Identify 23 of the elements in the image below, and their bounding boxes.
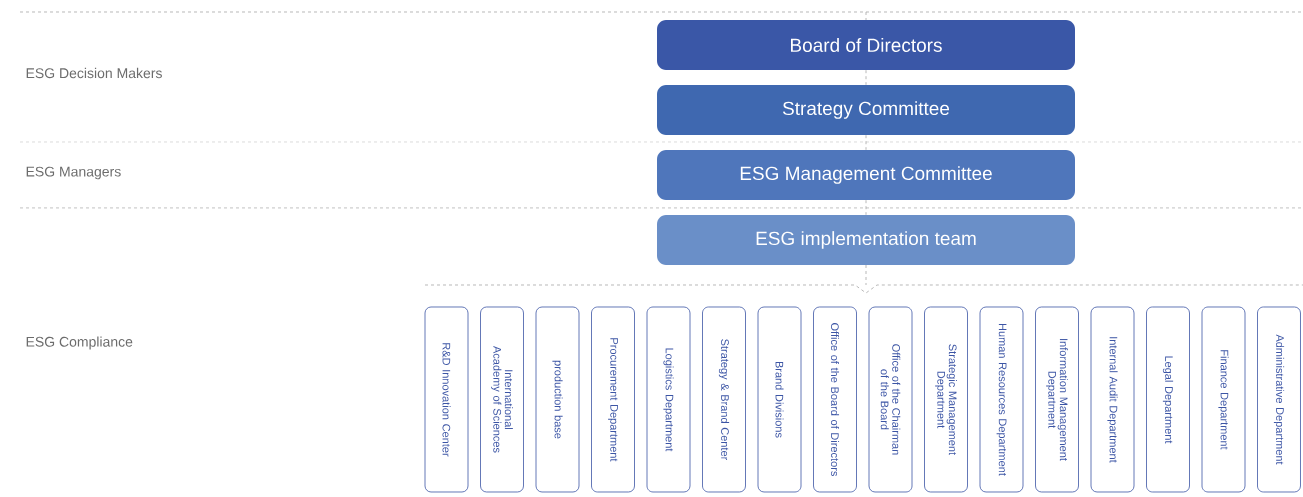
department-box: Office of the Chairman of the Board [868, 306, 913, 493]
row-label: ESG Managers [26, 166, 121, 180]
department-box: International Academy of Sciences [480, 306, 524, 493]
department-box: Procurement Department [591, 306, 635, 493]
department-box: Brand Divisions [757, 306, 802, 493]
department-box: Legal Department [1146, 306, 1190, 493]
department-box: production base [535, 306, 580, 493]
department-box: Human Resources Department [979, 306, 1024, 493]
department-box: Administrative Department [1257, 306, 1301, 493]
department-box: R&D Innovation Center [424, 306, 469, 493]
row-label: ESG Compliance [26, 336, 133, 350]
department-box: Internal Audit Department [1090, 306, 1135, 493]
department-box: Information Management Department [1035, 306, 1079, 493]
row-label: ESG Decision Makers [26, 67, 162, 79]
committee-box: ESG Management Committee [657, 150, 1075, 200]
committee-box: Strategy Committee [657, 85, 1075, 135]
department-box: Office of the Board of Directors [813, 306, 857, 493]
department-box: Strategy & Brand Center [702, 306, 746, 493]
department-box: Strategic Management Department [924, 306, 968, 493]
department-box: Finance Department [1201, 306, 1246, 493]
department-box: Logistics Department [646, 306, 691, 493]
committee-box: Board of Directors [657, 20, 1075, 70]
committee-box: ESG implementation team [657, 215, 1075, 265]
